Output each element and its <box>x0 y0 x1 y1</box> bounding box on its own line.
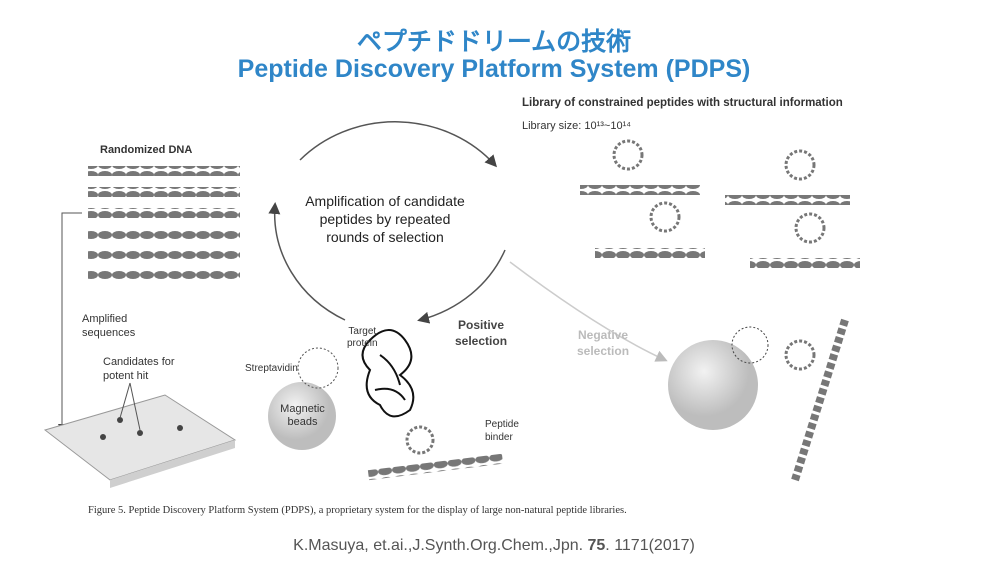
magnetic-bead <box>268 382 336 450</box>
text: protein <box>347 338 378 349</box>
text: selection <box>577 344 630 358</box>
text: Magnetic <box>280 403 325 415</box>
target-protein <box>361 329 415 418</box>
label-positive: Positive selection <box>455 317 507 349</box>
text: Target <box>348 326 377 337</box>
dna-strands <box>88 166 240 280</box>
text: Negative <box>578 328 629 342</box>
library-size: Library size: 10¹³~10¹⁴ <box>522 120 631 132</box>
negative-helix <box>791 318 849 482</box>
peptide-library <box>580 139 860 268</box>
cycle-text: Amplification of candidate peptides by r… <box>280 192 490 246</box>
cycle-text-line: Amplification of candidate <box>305 193 465 209</box>
citation-volume: 75 <box>587 537 606 554</box>
text: beads <box>287 416 318 428</box>
cycle-arrows <box>268 121 668 362</box>
label-candidates: Candidates for potent hit <box>103 355 175 383</box>
figure-caption: Figure 5. Peptide Discovery Platform Sys… <box>88 505 627 516</box>
citation: K.Masuya, et.ai.,J.Synth.Org.Chem.,Jpn. … <box>0 537 988 555</box>
negative-target <box>731 326 769 364</box>
citation-text: K.Masuya, et.ai.,J.Synth.Org.Chem.,Jpn. <box>293 537 588 554</box>
text: binder <box>485 432 513 443</box>
streptavidin <box>297 347 339 389</box>
text: Candidates for <box>103 356 175 368</box>
label-randomized-dna: Randomized DNA <box>100 144 193 156</box>
citation-pages: . 1171(2017) <box>605 537 695 554</box>
label-amplified: Amplified sequences <box>82 312 135 340</box>
label-negative: Negative selection <box>577 327 629 359</box>
title-japanese: ペプチドドリームの技術 <box>356 27 632 56</box>
library-title: Library of constrained peptides with str… <box>522 97 843 109</box>
well-plate <box>43 382 237 488</box>
label-streptavidin: Streptavidin <box>245 363 298 374</box>
peptide-binder-helix <box>367 453 504 481</box>
text: potent hit <box>103 370 149 382</box>
title-english: Peptide Discovery Platform System (PDPS) <box>237 55 751 83</box>
text: Peptide <box>485 419 519 430</box>
cycle-text-line: peptides by repeated <box>319 211 451 227</box>
text: Amplified <box>82 313 128 325</box>
text: Positive <box>458 318 505 332</box>
amplify-arrow <box>58 212 82 432</box>
text: sequences <box>82 327 136 339</box>
label-peptide-binder: Peptide binder <box>485 418 519 444</box>
negative-bead <box>668 340 758 430</box>
cycle-text-line: rounds of selection <box>326 229 444 245</box>
text: selection <box>455 334 508 348</box>
